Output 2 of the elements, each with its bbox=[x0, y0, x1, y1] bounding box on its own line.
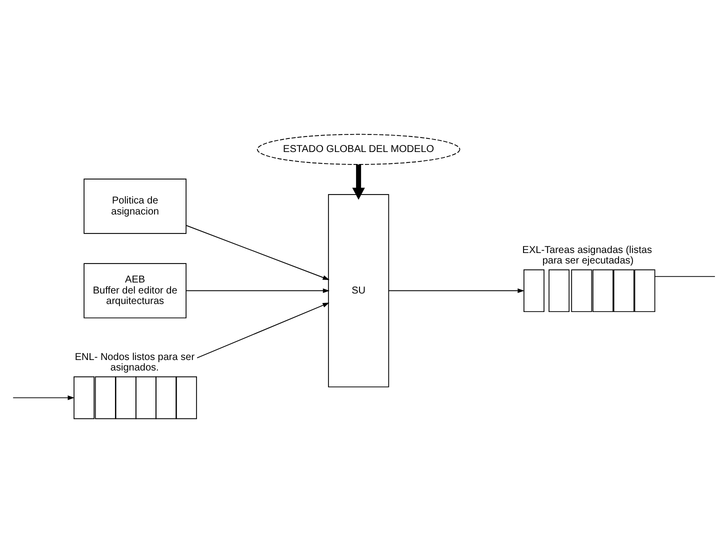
node-label: ENL- Nodos listos para ser asignados. bbox=[74, 352, 195, 374]
node-label: EXL-Tareas asignadas (listas para ser ejecutadas) bbox=[522, 244, 652, 267]
